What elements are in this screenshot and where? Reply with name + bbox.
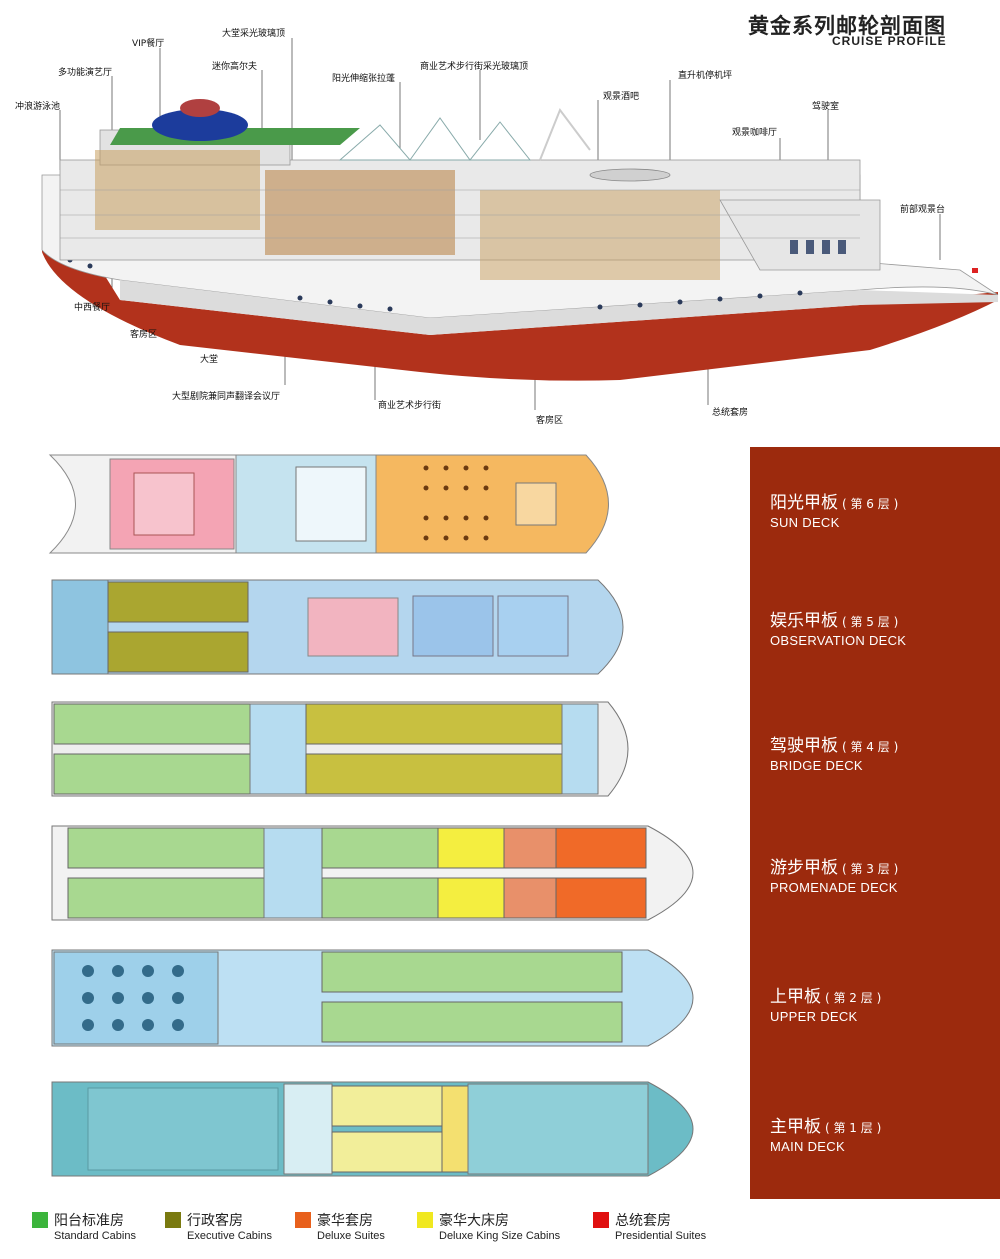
legend-label-cn: 行政客房	[187, 1213, 243, 1229]
deck-plan-main	[51, 1081, 694, 1177]
deck-level: ( 第 5 层 )	[842, 615, 899, 629]
ship-profile-illustration	[41, 38, 999, 410]
callout-helipad: 直升机停机坪	[678, 71, 733, 81]
legend-swatch	[593, 1212, 609, 1228]
callout-multi-theater: 多功能演艺厅	[58, 68, 113, 78]
callout-surf-pool: 冲浪游泳池	[15, 102, 61, 112]
legend-label-cn: 豪华大床房	[439, 1213, 509, 1229]
callout-cabins-fwd: 客房区	[536, 416, 564, 426]
deck-name-en: UPPER DECK	[770, 1009, 858, 1024]
deck-label-observation: 娱乐甲板 ( 第 5 层 ) OBSERVATION DECK	[770, 606, 906, 648]
legend-label-en: Deluxe Suites	[317, 1230, 385, 1242]
deck-level: ( 第 2 层 )	[825, 991, 882, 1005]
legend-swatch	[417, 1212, 433, 1228]
page-subtitle: CRUISE PROFILE	[832, 34, 947, 48]
callout-cabins-aft: 客房区	[130, 330, 158, 340]
deck-name-en: SUN DECK	[770, 515, 840, 530]
deck-name-cn: 主甲板	[770, 1117, 821, 1137]
legend-label-en: Deluxe King Size Cabins	[439, 1230, 561, 1242]
callout-front-deck: 前部观景台	[900, 205, 946, 215]
callout-sun-canopy: 阳光伸缩张拉蓬	[332, 74, 396, 84]
deck-name-cn: 娱乐甲板	[770, 611, 838, 631]
deck-name-cn: 阳光甲板	[770, 493, 838, 513]
legend-label-cn: 总统套房	[615, 1213, 671, 1229]
deck-name-en: MAIN DECK	[770, 1139, 845, 1154]
deck-level: ( 第 1 层 )	[825, 1121, 882, 1135]
deck-plan-promenade	[51, 825, 694, 921]
callout-vip-restaurant: VIP餐厅	[132, 39, 165, 49]
callout-theater: 大型剧院兼同声翻译会议厅	[172, 392, 281, 402]
legend-label-en: Executive Cabins	[187, 1230, 272, 1242]
legend-swatch	[295, 1212, 311, 1228]
deck-name-cn: 上甲板	[770, 987, 821, 1007]
deck-plan-sun	[48, 454, 609, 554]
legend-swatch	[165, 1212, 181, 1228]
callout-view-bar: 观景酒吧	[603, 92, 640, 102]
deck-level: ( 第 4 层 )	[842, 740, 899, 754]
deck-label-bridge: 驾驶甲板 ( 第 4 层 ) BRIDGE DECK	[770, 731, 898, 773]
page-title: 黄金系列邮轮剖面图	[748, 14, 946, 38]
deck-plan-observation	[51, 579, 624, 675]
deck-label-panel	[750, 447, 1000, 1199]
deck-label-main: 主甲板 ( 第 1 层 ) MAIN DECK	[770, 1112, 881, 1154]
callout-lobby-glass-roof: 大堂采光玻璃顶	[222, 29, 286, 39]
legend-label-cn: 豪华套房	[317, 1213, 373, 1229]
deck-level: ( 第 3 层 )	[842, 862, 899, 876]
deck-name-en: PROMENADE DECK	[770, 880, 898, 895]
deck-name-cn: 驾驶甲板	[770, 736, 838, 756]
callout-restaurant: 中西餐厅	[74, 303, 111, 313]
callout-pres-suite: 总统套房	[712, 408, 749, 418]
legend-swatch	[32, 1212, 48, 1228]
callout-lobby: 大堂	[200, 355, 219, 365]
legend-label-cn: 阳台标准房	[54, 1213, 124, 1229]
legend-label-en: Standard Cabins	[54, 1230, 136, 1242]
deck-name-cn: 游步甲板	[770, 858, 838, 878]
deck-plan-bridge	[51, 701, 629, 797]
deck-label-promenade: 游步甲板 ( 第 3 层 ) PROMENADE DECK	[770, 853, 898, 895]
deck-label-sun: 阳光甲板 ( 第 6 层 ) SUN DECK	[770, 488, 898, 530]
deck-name-en: BRIDGE DECK	[770, 758, 863, 773]
legend-label-en: Presidential Suites	[615, 1230, 707, 1242]
deck-plan-upper	[51, 949, 694, 1047]
callout-mini-golf: 迷你高尔夫	[212, 62, 258, 72]
deck-level: ( 第 6 层 )	[842, 497, 899, 511]
callout-view-cafe: 观景咖啡厅	[732, 128, 778, 138]
deck-name-en: OBSERVATION DECK	[770, 633, 907, 648]
callout-arts-street-roof: 商业艺术步行街采光玻璃顶	[420, 62, 529, 72]
callout-arts-street: 商业艺术步行街	[378, 401, 442, 411]
callout-bridge: 驾驶室	[812, 102, 840, 112]
deck-label-upper: 上甲板 ( 第 2 层 ) UPPER DECK	[770, 982, 881, 1024]
